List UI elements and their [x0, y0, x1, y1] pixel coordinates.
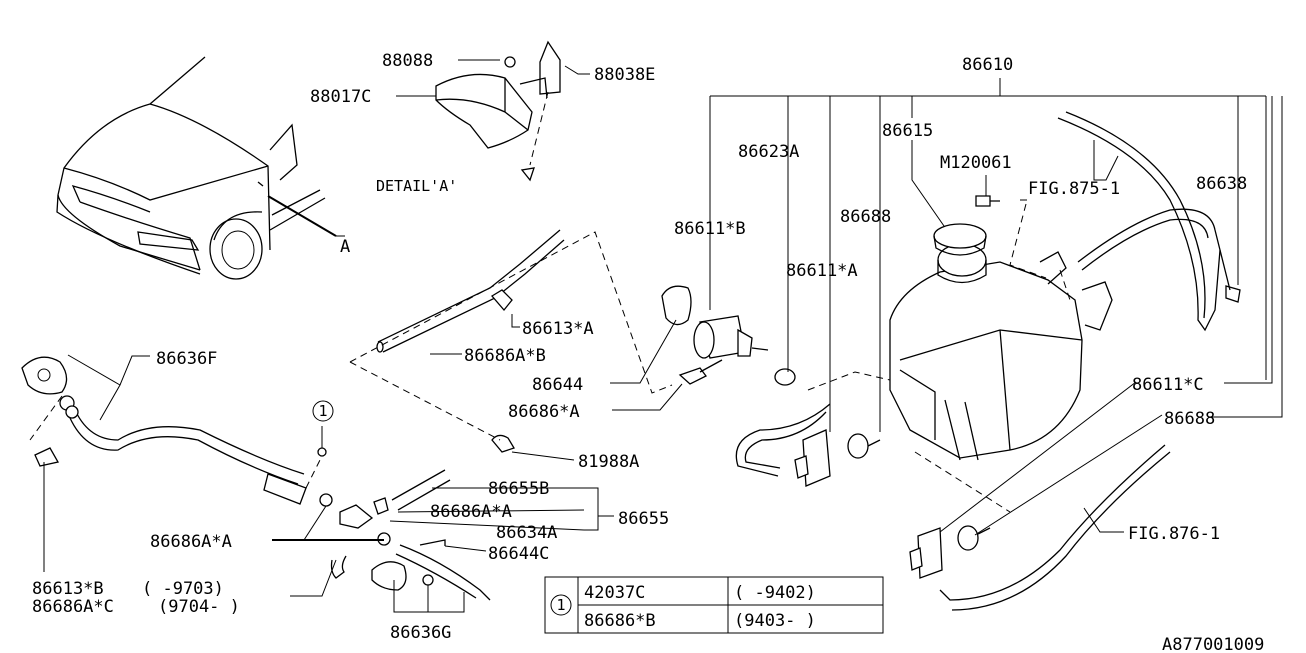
- label-ref-a: A: [340, 237, 350, 257]
- label-86638: 86638: [1196, 174, 1247, 194]
- label-86688-top: 86688: [840, 207, 891, 227]
- table-row-2-part: 86686*B: [584, 611, 656, 631]
- label-88038e: 88038E: [594, 65, 655, 85]
- label-m120061: M120061: [940, 153, 1012, 173]
- label-86611-c: 86611*C: [1132, 375, 1204, 395]
- label-86610: 86610: [962, 55, 1013, 75]
- label-86611-b: 86611*B: [674, 219, 746, 239]
- washer-tank-illustration: [889, 195, 1113, 461]
- diagram-id: A877001009: [1162, 635, 1264, 653]
- label-86644: 86644: [532, 375, 583, 395]
- table-row-1-range: ( -9402): [734, 583, 816, 603]
- label-86613-b: 86613*B: [32, 579, 104, 599]
- label-86686-a: 86686*A: [508, 402, 580, 422]
- label-range-9704: (9704- ): [158, 597, 240, 617]
- label-86686a-c: 86686A*C: [32, 597, 114, 617]
- hoses-illustration: [69, 111, 1241, 611]
- label-86655: 86655: [618, 509, 669, 529]
- label-86623a: 86623A: [738, 142, 799, 162]
- label-86634a: 86634A: [496, 523, 557, 543]
- callout-labels: 88088 88038E 88017C DETAIL'A' A 86610 86…: [32, 51, 1264, 653]
- label-86613-a: 86613*A: [522, 319, 594, 339]
- label-86655b: 86655B: [488, 479, 549, 499]
- label-81988a: 81988A: [578, 452, 639, 472]
- circled-marker-label: 1: [318, 402, 327, 420]
- label-86611-a: 86611*A: [786, 261, 858, 281]
- label-86686a-b: 86686A*B: [464, 346, 546, 366]
- detail-a-illustration: [435, 40, 561, 182]
- small-parts: [21, 199, 1030, 591]
- label-86686a-a-mid: 86686A*A: [430, 502, 512, 522]
- label-fig-875-1: FIG.875-1: [1028, 179, 1120, 199]
- label-fig-876-1: FIG.876-1: [1128, 524, 1220, 544]
- label-86636g: 86636G: [390, 623, 451, 643]
- label-88017c: 88017C: [310, 87, 371, 107]
- label-88088: 88088: [382, 51, 433, 71]
- table-row-1-part: 42037C: [584, 583, 645, 603]
- label-86615: 86615: [882, 121, 933, 141]
- label-range-9703: ( -9703): [142, 579, 224, 599]
- applicability-table: 1 42037C ( -9402) 86686*B (9403- ): [544, 576, 884, 634]
- leader-lines: [43, 59, 1283, 613]
- table-marker: 1: [556, 596, 565, 614]
- circled-marker-1: 1: [312, 400, 334, 422]
- label-86636f: 86636F: [156, 349, 217, 369]
- table-row-2-range: (9403- ): [734, 611, 816, 631]
- car-front-illustration: [56, 56, 337, 280]
- label-detail-a: DETAIL'A': [376, 177, 457, 195]
- label-86686a-a-left: 86686A*A: [150, 532, 232, 552]
- label-86688-right: 86688: [1164, 409, 1215, 429]
- label-86644c: 86644C: [488, 544, 549, 564]
